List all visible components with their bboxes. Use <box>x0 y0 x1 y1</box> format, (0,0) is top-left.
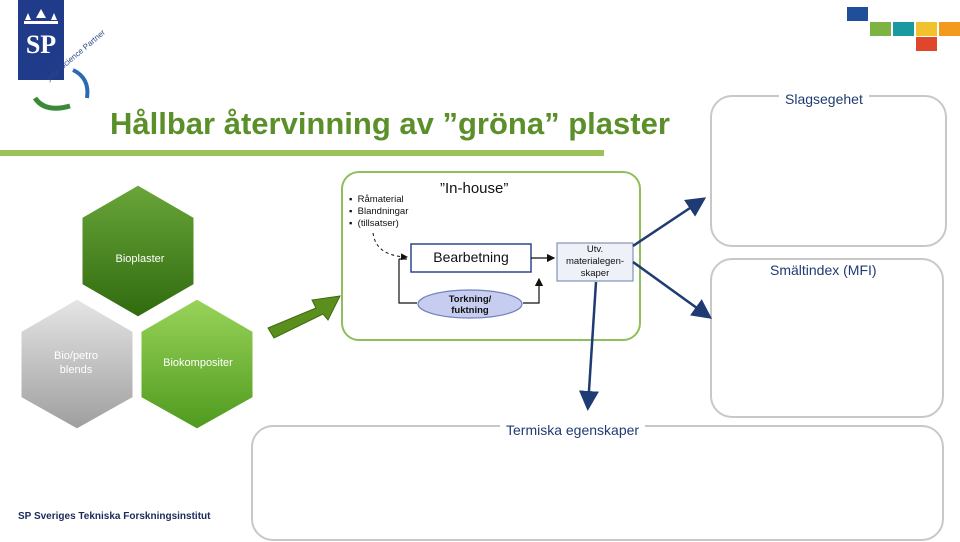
panel-melt-index <box>710 258 944 418</box>
deco-square-orange <box>939 22 960 36</box>
inhouse-title: ”In-house” <box>440 180 509 197</box>
bullet-item-0: ▪ Råmaterial <box>349 194 404 205</box>
process-box <box>410 243 532 273</box>
hexagon-biokompositer <box>138 296 256 430</box>
deco-square-yellow <box>916 22 937 36</box>
slide-title: Hållbar återvinning av ”gröna” plaster <box>110 106 670 141</box>
drying-step <box>417 289 523 319</box>
deco-square-green <box>870 22 891 36</box>
sp-logo: SP <box>18 0 64 80</box>
crown-icon <box>24 9 58 24</box>
deco-square-teal <box>893 22 914 36</box>
deco-square-red <box>916 37 937 51</box>
hexagon-blends <box>18 296 136 430</box>
panel-melt-index-title: Smältindex (MFI) <box>764 262 883 278</box>
evaluation-box <box>556 242 634 282</box>
logo-swirl-icon <box>32 68 90 111</box>
drying-step-label: Torkning/ fuktning <box>448 294 492 316</box>
hexagon-label-bioplaster: Bioplaster <box>115 253 165 265</box>
logo-letters: SP <box>25 30 57 59</box>
title-underline <box>0 150 604 156</box>
panel-thermal <box>251 425 944 541</box>
arrow-to-impact <box>632 197 707 248</box>
process-flow-graphic <box>372 232 634 319</box>
bullet-item-2: ▪ (tillsatser) <box>349 218 399 229</box>
evaluation-box-label: Utv. materialegen- skaper <box>565 244 625 279</box>
hexagon-label-blends: Bio/petro blends <box>53 350 99 376</box>
hexagon-bioplaster <box>79 182 197 320</box>
bullet-item-1: ▪ Blandningar <box>349 206 409 217</box>
hexagon-label-biokompositer: Biokompositer <box>163 357 233 369</box>
hexagon-graphic <box>18 182 256 430</box>
deco-square-blue <box>847 7 868 21</box>
footer-text: SP Sveriges Tekniska Forskningsinstitut <box>18 511 211 522</box>
arrow-to-melt-index <box>632 260 713 319</box>
input-arrow-icon <box>267 295 341 339</box>
panel-impact <box>710 95 947 247</box>
process-box-label: Bearbetning <box>433 249 509 265</box>
panel-thermal-title: Termiska egenskaper <box>500 422 646 438</box>
panel-impact-title: Slagsegehet <box>779 91 869 107</box>
